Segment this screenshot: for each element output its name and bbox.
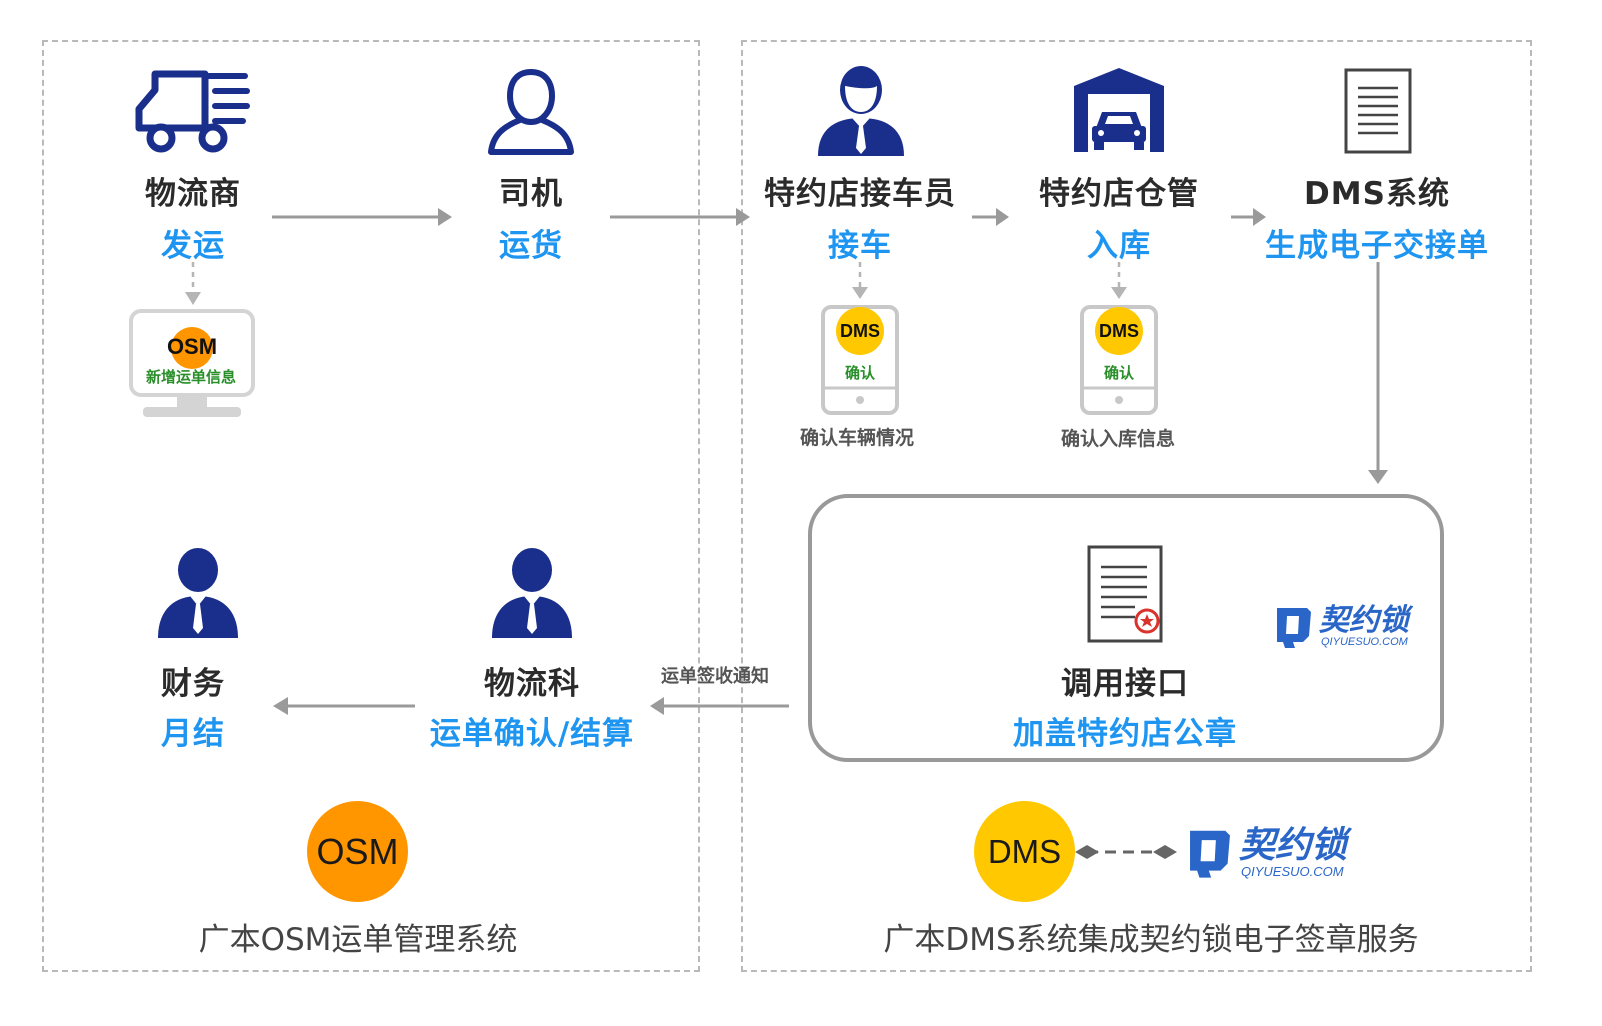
osm-system-badge-text: OSM (316, 830, 399, 872)
osm-monitor-badge-text: OSM (166, 334, 218, 359)
document-icon (1344, 68, 1412, 154)
logistics-dept-action: 运单确认/结算 (429, 716, 635, 752)
qiyuesuo-brand-bottom-url: QIYUESUO.COM (1241, 863, 1344, 879)
logistics-action: 发运 (161, 228, 225, 264)
dms-zone (741, 40, 1532, 972)
dms-system-title: DMS系统 (1304, 176, 1450, 212)
phone-receive-label: 确认 (844, 364, 876, 382)
qiyuesuo-logo-icon-bottom (1190, 830, 1230, 878)
osm-monitor-badge (171, 327, 213, 369)
phone-stock-caption: 确认入库信息 (1060, 428, 1176, 450)
phone-stock-label: 确认 (1103, 364, 1135, 382)
interface-action: 加盖特约店公章 (1013, 716, 1237, 752)
dms-footer-title: 广本DMS系统集成契约锁电子签章服务 (883, 922, 1419, 958)
qiyuesuo-brand-bottom-name: 契约锁 (1239, 824, 1348, 866)
finance-person-icon (158, 548, 238, 638)
phone-receive-badge: DMS (836, 307, 884, 355)
dms-system-badge: DMS (974, 801, 1075, 902)
interface-box (808, 494, 1444, 762)
qiyuesuo-brand-bottom: 契约锁 QIYUESUO.COM (1185, 826, 1347, 880)
osm-monitor-label: 新增运单信息 (145, 368, 237, 386)
warehouse-title: 特约店仓管 (1039, 176, 1199, 212)
osm-zone (42, 40, 700, 972)
waybill-notify-label: 运单签收通知 (661, 666, 769, 687)
driver-icon (488, 69, 574, 155)
qiyuesuo-brand-box: 契约锁 QIYUESUO.COM (1273, 604, 1409, 650)
logistics-dept-title: 物流科 (484, 666, 580, 702)
sealed-document-icon (1087, 545, 1163, 643)
receptionist-title: 特约店接车员 (764, 176, 956, 212)
dms-system-action: 生成电子交接单 (1265, 228, 1489, 264)
logistics-dept-person-icon (492, 548, 572, 638)
receptionist-action: 接车 (828, 228, 892, 264)
driver-action: 运货 (499, 228, 563, 264)
finance-action: 月结 (161, 716, 225, 752)
osm-system-badge: OSM (307, 801, 408, 902)
phone-stock-badge: DMS (1095, 307, 1143, 355)
phone-receive-caption: 确认车辆情况 (799, 427, 915, 449)
interface-title: 调用接口 (1061, 666, 1189, 702)
receptionist-icon (818, 66, 904, 156)
qiyuesuo-logo-icon (1277, 608, 1311, 648)
qiyuesuo-brand-box-name: 契约锁 (1319, 603, 1409, 638)
truck-icon (135, 70, 250, 153)
dms-system-badge-text: DMS (987, 832, 1062, 870)
warehouse-icon (1074, 68, 1164, 152)
driver-title: 司机 (499, 176, 563, 212)
qiyuesuo-brand-box-url: QIYUESUO.COM (1321, 636, 1408, 648)
warehouse-action: 入库 (1087, 228, 1151, 264)
finance-title: 财务 (161, 666, 225, 702)
osm-footer-title: 广本OSM运单管理系统 (198, 922, 518, 958)
logistics-title: 物流商 (145, 176, 241, 212)
